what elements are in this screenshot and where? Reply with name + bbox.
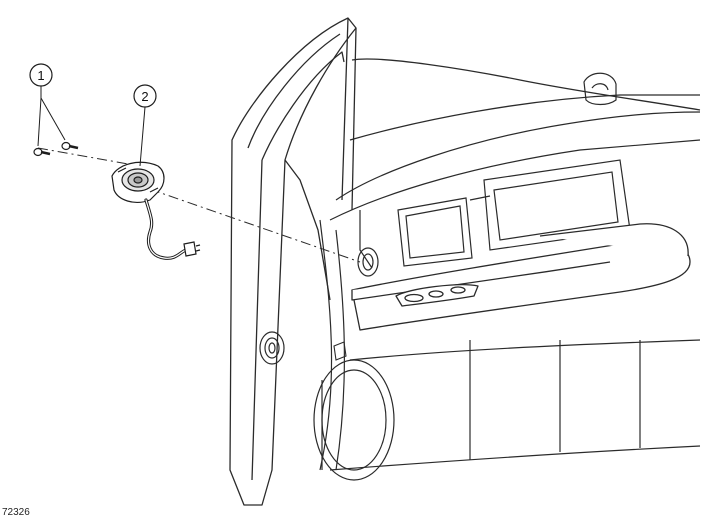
speaker-opening: [313, 359, 395, 481]
grab-handle: [583, 72, 617, 106]
callout-1: 1: [29, 63, 66, 147]
tweeter-bracket: [333, 341, 347, 361]
callout-1-label: 1: [37, 68, 44, 83]
figure-id: 72326: [2, 507, 30, 518]
door-frame: [229, 17, 701, 506]
tweeter-speaker: [111, 161, 165, 203]
switch-bezel: [397, 195, 491, 267]
screw-left: [33, 147, 51, 157]
screw-right: [61, 141, 79, 151]
screws: [33, 141, 79, 157]
armrest: [351, 223, 691, 331]
callout-2-label: 2: [141, 89, 148, 104]
pillar-grommet: [259, 331, 285, 365]
callout-2: 2: [133, 84, 157, 167]
harness-connector: [183, 241, 201, 257]
tweeter-opening: [357, 247, 379, 277]
wiring-harness: [144, 198, 188, 260]
